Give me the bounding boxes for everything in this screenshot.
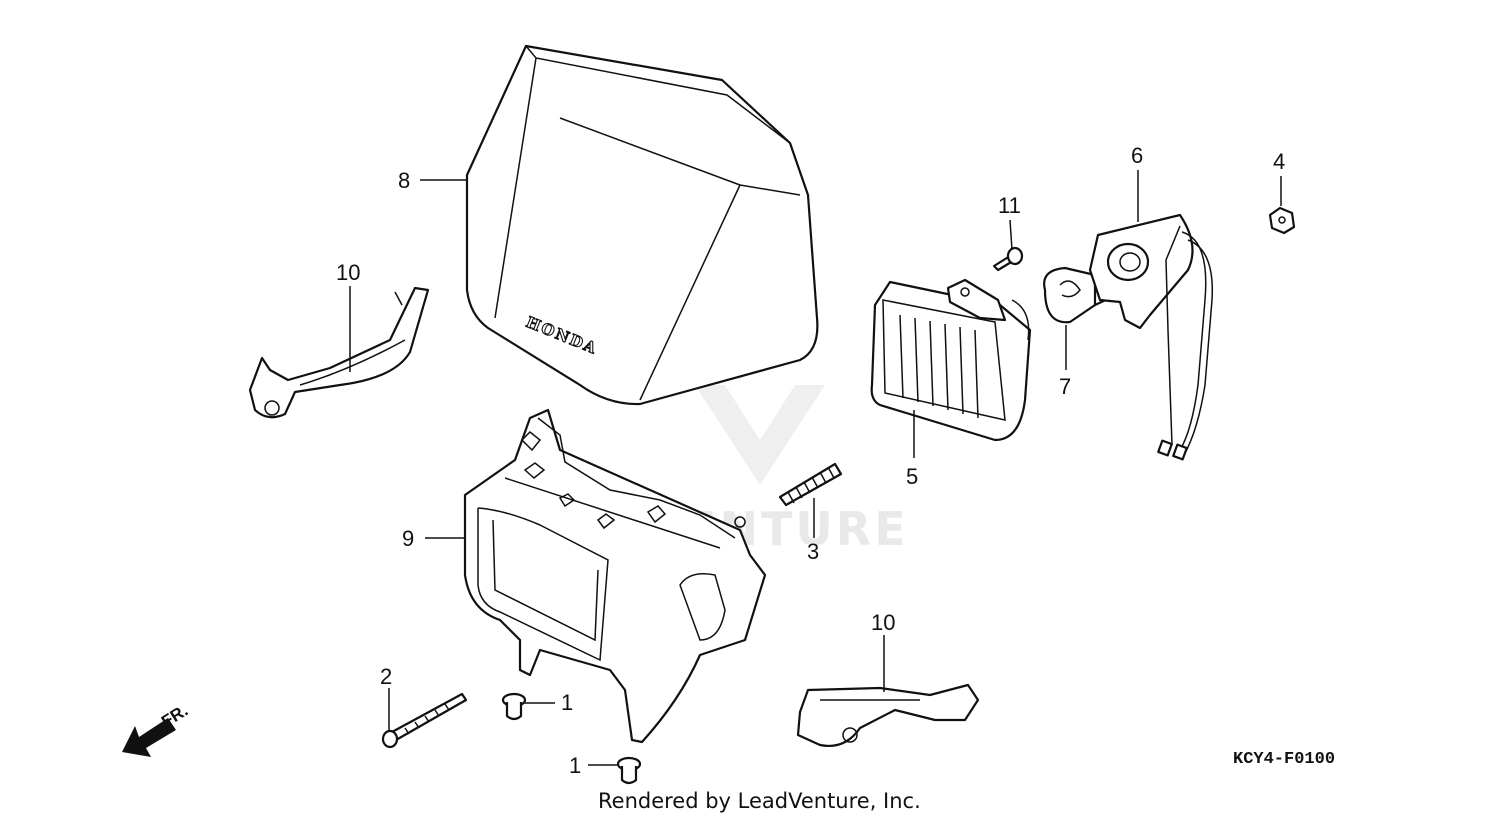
callout-1-upper[interactable]: 1 [561,690,573,715]
callout-4[interactable]: 4 [1273,149,1285,174]
leader-lines [349,170,1282,766]
callout-5[interactable]: 5 [906,464,918,489]
screw-part-11[interactable] [992,246,1024,272]
render-credit: Rendered by LeadVenture, Inc. [598,789,921,813]
headlight-stay-lower[interactable] [796,683,980,747]
callout-3[interactable]: 3 [807,539,819,564]
callout-7[interactable]: 7 [1059,374,1071,399]
screw-part-2[interactable] [381,692,468,749]
headlight-case[interactable] [463,408,767,744]
headlight-stay-upper[interactable] [248,286,430,419]
callout-10-upper[interactable]: 10 [336,260,360,285]
collar-part-1-upper[interactable] [501,692,527,721]
nut-part-4[interactable] [1268,206,1296,235]
callout-1-lower[interactable]: 1 [569,753,581,778]
front-direction-indicator: FR. [122,701,191,757]
callout-8[interactable]: 8 [398,168,410,193]
spring-part-3[interactable] [778,462,843,507]
callout-6[interactable]: 6 [1131,143,1143,168]
callout-11[interactable]: 11 [998,193,1021,218]
callouts: 8 10 10 9 2 1 1 3 5 11 7 6 4 [336,143,1285,778]
callout-10-lower[interactable]: 10 [871,610,895,635]
headlight-cowl[interactable]: HONDA [465,44,819,406]
headlight-unit-part-5[interactable] [870,278,1032,442]
collar-part-1-lower[interactable] [616,756,642,785]
diagram-code: KCY4-F0100 [1233,750,1335,769]
callout-9[interactable]: 9 [402,526,414,551]
callout-2[interactable]: 2 [380,664,392,689]
socket-part-6[interactable] [1088,213,1214,461]
front-arrow-icon [122,718,176,757]
